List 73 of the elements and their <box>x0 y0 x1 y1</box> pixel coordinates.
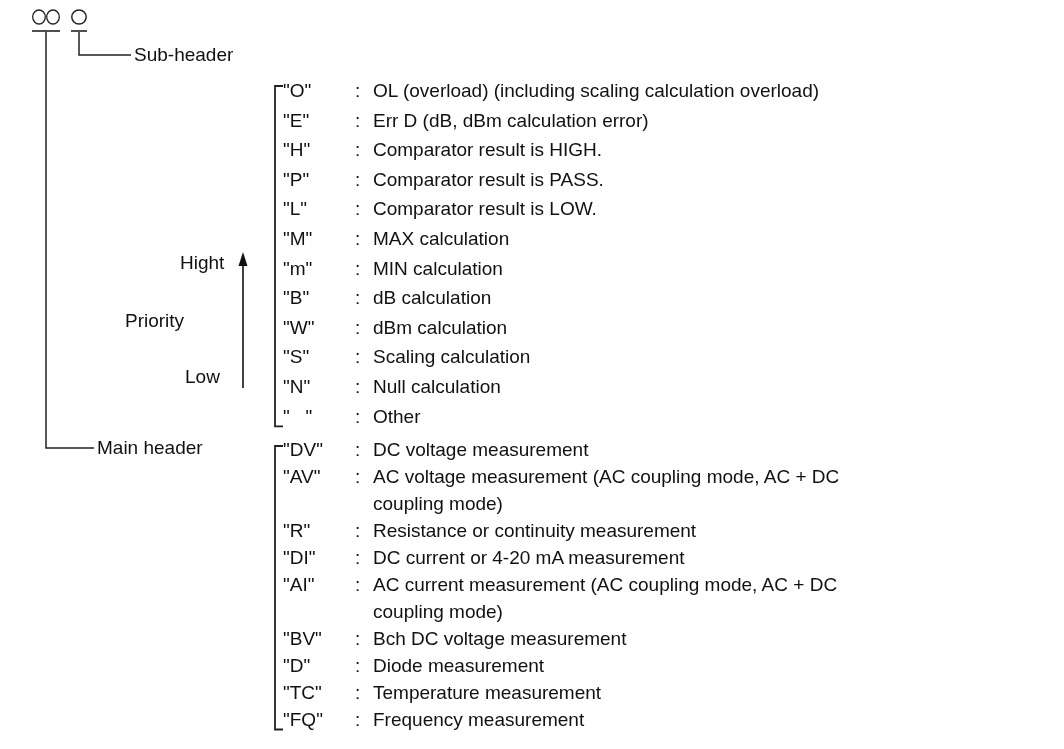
description: Resistance or continuity measurement <box>373 519 698 543</box>
description: Err D (dB, dBm calculation error) <box>373 108 650 133</box>
colon: : <box>355 345 362 370</box>
description: OL (overload) (including scaling calculation overload) <box>373 79 821 103</box>
colon: : <box>355 546 362 570</box>
description: Frequency measurement <box>373 708 586 732</box>
code-label: "L" <box>283 197 309 222</box>
code-label: "DV" <box>283 438 324 462</box>
description: AC voltage measurement (AC coupling mode, AC + DC coupling mode) <box>373 465 841 516</box>
priority-label: Priority <box>125 310 185 332</box>
colon: : <box>355 197 362 222</box>
description: dB calculation <box>373 286 493 311</box>
code-label: "TC" <box>283 681 323 705</box>
description: Scaling calculation <box>373 345 532 370</box>
colon: : <box>355 573 362 597</box>
circle-placeholder <box>46 8 60 32</box>
colon: : <box>355 627 362 651</box>
code-label: "B" <box>283 286 311 311</box>
colon: : <box>355 681 362 705</box>
colon: : <box>355 79 362 103</box>
description: AC current measurement (AC coupling mode, AC + DC coupling mode) <box>373 573 839 624</box>
code-label: "DI" <box>283 546 317 570</box>
description: Comparator result is LOW. <box>373 197 598 222</box>
colon: : <box>355 438 362 462</box>
description: Comparator result is PASS. <box>373 167 605 192</box>
colon: : <box>355 465 362 489</box>
code-label: "S" <box>283 345 311 370</box>
priority-label: Low <box>185 366 220 388</box>
colon: : <box>355 374 362 399</box>
leader-line <box>45 31 95 449</box>
description: dBm calculation <box>373 315 509 340</box>
description: MAX calculation <box>373 226 511 251</box>
colon: : <box>355 108 362 133</box>
colon: : <box>355 315 362 340</box>
colon: : <box>355 519 362 543</box>
header-label: Main header <box>97 437 203 459</box>
description: Null calculation <box>373 374 502 399</box>
code-label: "O" <box>283 79 313 103</box>
description: Bch DC voltage measurement <box>373 627 628 651</box>
colon: : <box>355 226 362 251</box>
description: Temperature measurement <box>373 681 603 705</box>
code-label: "m" <box>283 256 314 281</box>
colon: : <box>355 286 362 311</box>
code-label: "W" <box>283 315 316 340</box>
code-label: "R" <box>283 519 312 543</box>
description: Comparator result is HIGH. <box>373 138 604 163</box>
code-label: "P" <box>283 167 311 192</box>
code-label: "M" <box>283 226 314 251</box>
code-label: "AI" <box>283 573 316 597</box>
colon: : <box>355 167 362 192</box>
description: Other <box>373 404 422 429</box>
leader-line <box>78 31 132 56</box>
description: Diode measurement <box>373 654 546 678</box>
colon: : <box>355 256 362 281</box>
code-label: "FQ" <box>283 708 324 732</box>
description: MIN calculation <box>373 256 504 281</box>
code-label: "E" <box>283 108 311 133</box>
description: DC current or 4-20 mA measurement <box>373 546 686 570</box>
circle-placeholder <box>71 8 87 32</box>
code-label: "D" <box>283 654 312 678</box>
circle-placeholder <box>32 8 46 32</box>
colon: : <box>355 404 362 429</box>
header-label: Sub-header <box>134 44 234 66</box>
code-label: "AV" <box>283 465 322 489</box>
priority-label: Hight <box>180 252 225 274</box>
colon: : <box>355 708 362 732</box>
description: DC voltage measurement <box>373 438 590 462</box>
code-label: " " <box>283 404 314 429</box>
colon: : <box>355 654 362 678</box>
code-label: "H" <box>283 138 312 163</box>
code-label: "BV" <box>283 627 323 651</box>
code-label: "N" <box>283 374 312 399</box>
colon: : <box>355 138 362 163</box>
